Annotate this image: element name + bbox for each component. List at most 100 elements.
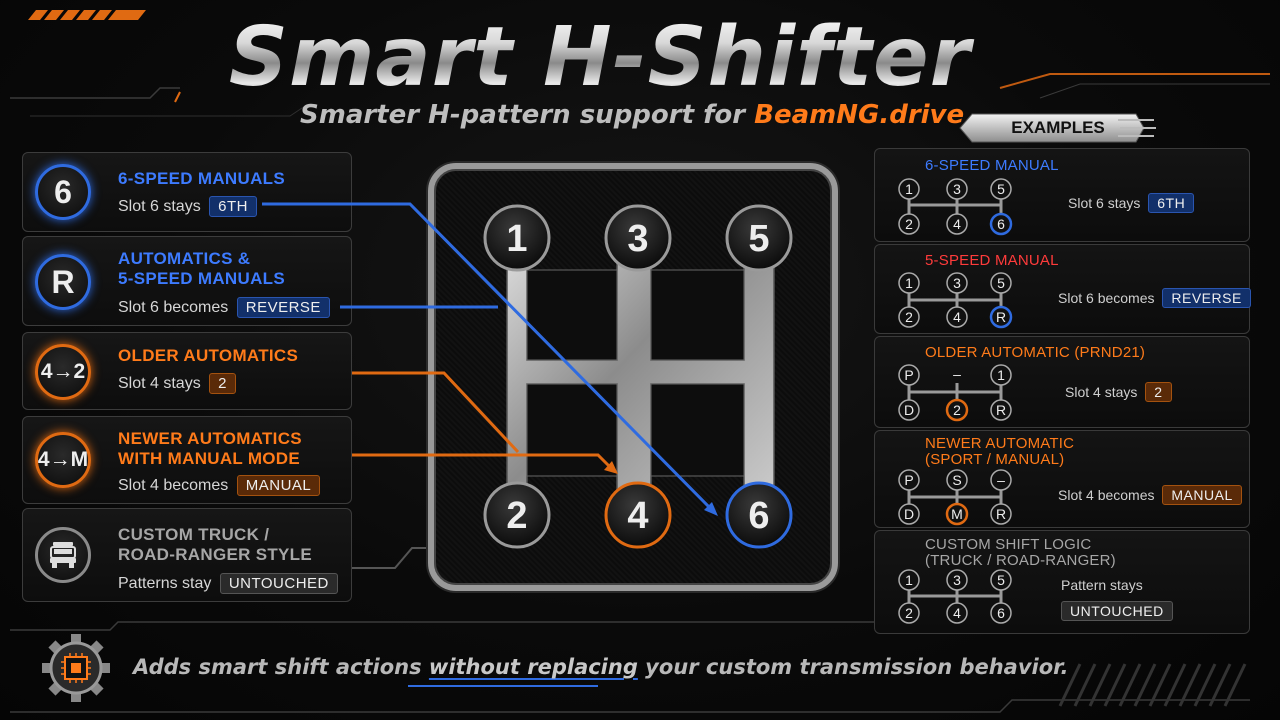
example-desc-row: Slot 4 stays 2 [1065, 382, 1172, 402]
svg-text:6: 6 [997, 605, 1005, 621]
mini-knob [898, 213, 920, 235]
svg-text:3: 3 [953, 572, 961, 588]
svg-text:5: 5 [997, 181, 1005, 197]
shift-knob-5: 5 [725, 204, 793, 272]
mini-knob [946, 213, 968, 235]
svg-text:R: R [996, 309, 1006, 325]
svg-text:D: D [904, 402, 914, 418]
mini-knob [898, 469, 920, 491]
card-custom-truck: CUSTOM TRUCK /ROAD-RANGER STYLE Patterns… [22, 508, 352, 602]
mini-knob [898, 306, 920, 328]
card-desc: Slot 4 becomes [118, 477, 229, 494]
mini-pattern-6-speed: 1 3 5 2 4 6 [898, 178, 1013, 236]
example-title: NEWER AUTOMATIC(SPORT / MANUAL) [925, 435, 1075, 468]
subtitle-text: Smarter H-pattern support for [300, 100, 746, 130]
card-older-automatics: 4→2 OLDER AUTOMATICS Slot 4 stays 2 [22, 332, 352, 410]
svg-text:2: 2 [953, 402, 961, 418]
example-desc-row: Slot 6 stays 6TH [1068, 193, 1195, 213]
example-title: 5-SPEED MANUAL [925, 252, 1059, 269]
tag-manual: MANUAL [1162, 485, 1242, 505]
mini-knob-highlight [989, 305, 1013, 329]
badge-4-to-m: 4→M [35, 432, 91, 488]
mini-knob-highlight [989, 212, 1013, 236]
card-desc-row: Slot 6 stays 6TH [118, 196, 257, 217]
svg-text:2: 2 [506, 495, 527, 537]
card-automatics-5-speed: R AUTOMATICS &5-SPEED MANUALS Slot 6 bec… [22, 236, 352, 326]
mini-knob [990, 364, 1012, 386]
mini-knob [898, 399, 920, 421]
card-heading: OLDER AUTOMATICS [118, 346, 299, 365]
mini-pattern-prnd21: P – 1 D 2 R [898, 364, 1012, 422]
svg-text:R: R [996, 506, 1006, 522]
connector-line-2 [352, 371, 520, 454]
svg-text:D: D [904, 506, 914, 522]
mini-center-mark: – [953, 366, 961, 382]
page-title: Smart H-Shifter [170, 8, 1030, 108]
gate-channels [506, 229, 775, 517]
tag-reverse: REVERSE [236, 297, 330, 318]
mini-pattern-sport-manual: P S – D M R [898, 469, 1012, 526]
badge-4-to-2: 4→2 [35, 344, 91, 400]
svg-text:1: 1 [997, 367, 1005, 383]
mini-knob [990, 399, 1012, 421]
mini-knob [990, 272, 1012, 294]
badge-r: R [35, 254, 91, 310]
svg-text:6: 6 [748, 495, 769, 537]
svg-text:4: 4 [953, 309, 961, 325]
mini-pattern-custom: 1 3 5 2 4 6 [898, 569, 1012, 624]
shift-knob-3: 3 [604, 204, 672, 272]
examples-button[interactable]: EXAMPLES [958, 112, 1158, 144]
svg-text:5: 5 [997, 275, 1005, 291]
svg-text:S: S [952, 472, 961, 488]
svg-text:4: 4 [627, 495, 648, 537]
shift-knob-4: 4 [604, 481, 672, 549]
mini-knob [946, 469, 968, 491]
svg-text:2: 2 [905, 309, 913, 325]
tag-2: 2 [1145, 382, 1172, 402]
shift-knob-2: 2 [483, 481, 551, 549]
card-desc-row: Slot 4 stays 2 [118, 373, 236, 394]
badge-6: 6 [35, 164, 91, 220]
card-desc-row: Slot 4 becomes MANUAL [118, 475, 321, 496]
mini-knob [946, 306, 968, 328]
gear-chip-icon [42, 634, 110, 702]
mini-knob [898, 503, 920, 525]
card-heading: 6-SPEED MANUALS [118, 169, 285, 188]
svg-text:3: 3 [627, 218, 648, 260]
tag-6th: 6TH [209, 196, 257, 217]
mini-knob [990, 602, 1012, 624]
shift-knob-6: 6 [725, 481, 793, 549]
example-tag-row: UNTOUCHED [1057, 601, 1173, 621]
mini-pattern-5-speed: 1 3 5 2 4 R [898, 272, 1013, 329]
footer-emphasis: without replacing [428, 655, 638, 679]
svg-text:R: R [996, 402, 1006, 418]
example-card-custom-shift-logic: CUSTOM SHIFT LOGIC(TRUCK / ROAD-RANGER) … [874, 530, 1250, 634]
examples-label: EXAMPLES [1011, 118, 1105, 137]
card-desc-row: Slot 6 becomes REVERSE [118, 297, 330, 318]
card-6-speed-manuals: 6 6-SPEED MANUALS Slot 6 stays 6TH [22, 152, 352, 232]
card-desc: Slot 6 becomes [118, 299, 229, 316]
tag-manual: MANUAL [236, 475, 321, 496]
mini-knob [946, 178, 968, 200]
mini-knob [898, 569, 920, 591]
svg-text:5: 5 [997, 572, 1005, 588]
example-title: OLDER AUTOMATIC (PRND21) [925, 344, 1146, 361]
svg-text:P: P [904, 367, 913, 383]
mini-knob [898, 178, 920, 200]
badge-truck [35, 527, 91, 583]
svg-text:3: 3 [953, 181, 961, 197]
examples-button-plate [959, 113, 1156, 143]
example-card-older-automatic: OLDER AUTOMATIC (PRND21) P – 1 D 2 R Slo… [874, 336, 1250, 428]
tag-2: 2 [209, 373, 236, 394]
svg-text:P: P [904, 472, 913, 488]
connector-line-6th [262, 202, 716, 514]
card-desc: Slot 4 stays [118, 375, 201, 392]
mini-knob [946, 569, 968, 591]
svg-text:2: 2 [905, 216, 913, 232]
example-desc-row: Slot 4 becomes MANUAL [1058, 485, 1242, 505]
mini-knob [946, 602, 968, 624]
arrowhead-6 [704, 502, 718, 516]
tag-reverse: REVERSE [1162, 288, 1251, 308]
